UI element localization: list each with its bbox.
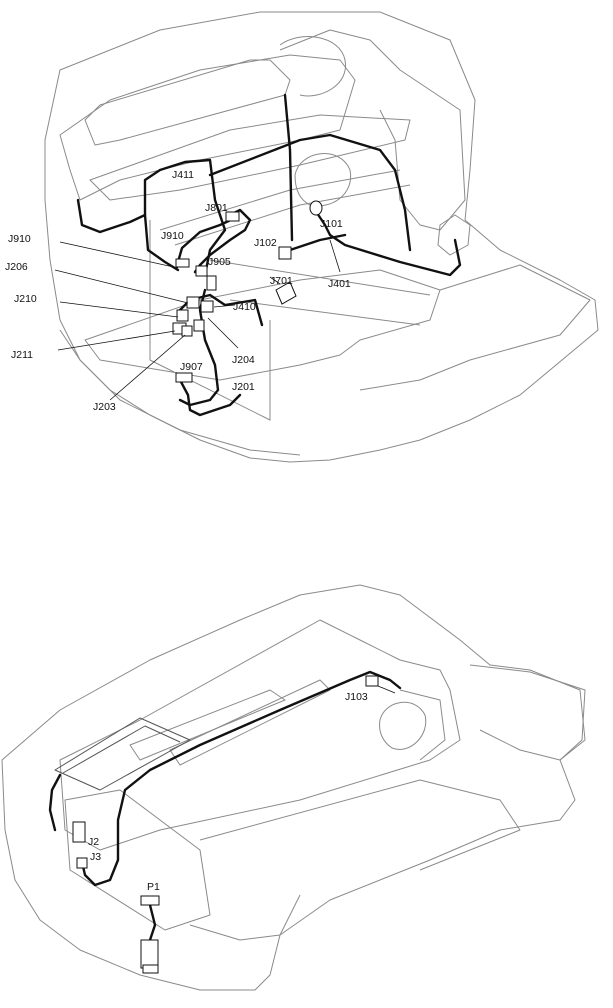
top-inner-frame — [59, 54, 356, 201]
p1-ribbon-end — [142, 964, 159, 974]
label-j410: J410 — [233, 301, 256, 313]
j905-connector — [195, 265, 208, 277]
top-floor-line-2 — [229, 299, 421, 326]
label-j411: J411 — [172, 169, 194, 181]
leader-j910 — [59, 241, 179, 269]
j210-connector — [176, 309, 189, 322]
label-j910: J910 — [8, 233, 31, 245]
top-chassis-base — [84, 269, 441, 381]
label-j910-small: J910 — [161, 230, 184, 242]
j701-connector — [275, 281, 297, 305]
label-j102: J102 — [254, 237, 277, 249]
bottom-flat-ribbon-inner — [62, 725, 181, 774]
label-j103: J103 — [345, 691, 368, 703]
top-printer-view: J411 J801 J910 J905 J102 J101 J910 J206 … — [5, 11, 599, 463]
harness-j102 — [288, 233, 347, 252]
j910-connector — [175, 258, 190, 268]
label-j701: J701 — [270, 275, 293, 287]
label-p1: P1 — [147, 881, 160, 893]
leader-j204 — [207, 317, 239, 349]
label-j2: J2 — [88, 836, 99, 848]
leader-j210 — [59, 301, 179, 318]
j410-connector — [200, 300, 214, 313]
bottom-inner-box — [59, 619, 461, 851]
bottom-outer-shell — [1, 584, 586, 991]
bottom-rear-flap — [469, 664, 586, 761]
j103-connector — [365, 675, 379, 687]
harness-left-drop — [143, 213, 180, 272]
p1-ribbon-cable — [140, 939, 159, 969]
harness-j411 — [76, 158, 227, 277]
leader-j103 — [377, 685, 396, 694]
bottom-flat-ribbon — [54, 717, 191, 791]
leader-j211 — [57, 330, 176, 351]
harness-top-loop — [208, 133, 412, 252]
label-j905: J905 — [208, 256, 231, 268]
top-outer-shell — [44, 11, 599, 463]
leader-j410 — [213, 304, 236, 308]
bottom-printer-view: J103 J2 J3 P1 — [1, 584, 586, 991]
j905-connector-2 — [206, 275, 217, 291]
top-side-gear — [437, 214, 471, 256]
label-j801: J801 — [205, 202, 228, 214]
j907-connector — [175, 372, 193, 383]
label-j211: J211 — [11, 349, 33, 361]
harness-j103 — [80, 670, 402, 887]
label-j204: J204 — [232, 354, 255, 366]
top-upper-bar — [89, 114, 411, 201]
leader-j206 — [54, 269, 189, 304]
label-j3: J3 — [90, 851, 101, 863]
leader-j401 — [329, 239, 341, 273]
top-guide-rail-2 — [174, 184, 411, 246]
label-j907: J907 — [180, 361, 203, 373]
top-roller-unit — [84, 59, 291, 146]
label-j206: J206 — [5, 261, 28, 273]
top-motor — [294, 153, 352, 207]
bottom-roller-bar-2 — [129, 689, 286, 761]
label-j201: J201 — [232, 381, 255, 393]
bottom-front-plate — [64, 789, 211, 931]
top-base-tray — [359, 264, 591, 391]
top-rear-panel — [279, 29, 466, 231]
j206-connector — [186, 296, 200, 309]
bottom-side-panel — [399, 689, 446, 761]
leader-j701 — [269, 276, 281, 285]
top-front-edge — [59, 329, 301, 456]
harness-j801 — [193, 208, 252, 274]
j3-connector — [76, 857, 88, 869]
top-guide-rail — [159, 169, 401, 231]
label-j203: J203 — [93, 401, 116, 413]
harness-p1 — [148, 903, 157, 942]
bottom-base-lip — [189, 894, 301, 941]
harness-j910 — [176, 216, 237, 264]
j203-connector — [181, 325, 193, 337]
bottom-roller-bar — [169, 679, 331, 766]
j101-connector — [309, 200, 323, 216]
bottom-floor — [199, 779, 521, 871]
j204-connector — [193, 319, 205, 332]
harness-j401 — [283, 93, 294, 242]
bottom-gear-disk — [379, 701, 427, 750]
label-j101: J101 — [320, 218, 343, 230]
top-floor-line — [209, 259, 431, 296]
j102-connector — [278, 246, 292, 260]
j2-connector — [72, 821, 86, 843]
top-roller-cylinder — [279, 36, 346, 97]
harness-main-vertical — [178, 288, 220, 407]
j801-connector — [225, 211, 240, 222]
harness-bottom-left — [48, 773, 62, 832]
harness-j101 — [313, 208, 462, 277]
top-vertical-plate — [149, 220, 271, 421]
label-j401: J401 — [328, 278, 351, 290]
harness-j201-flat — [178, 378, 242, 417]
label-j210: J210 — [14, 293, 37, 305]
leader-j203 — [109, 334, 186, 401]
p1-connector — [140, 895, 160, 906]
